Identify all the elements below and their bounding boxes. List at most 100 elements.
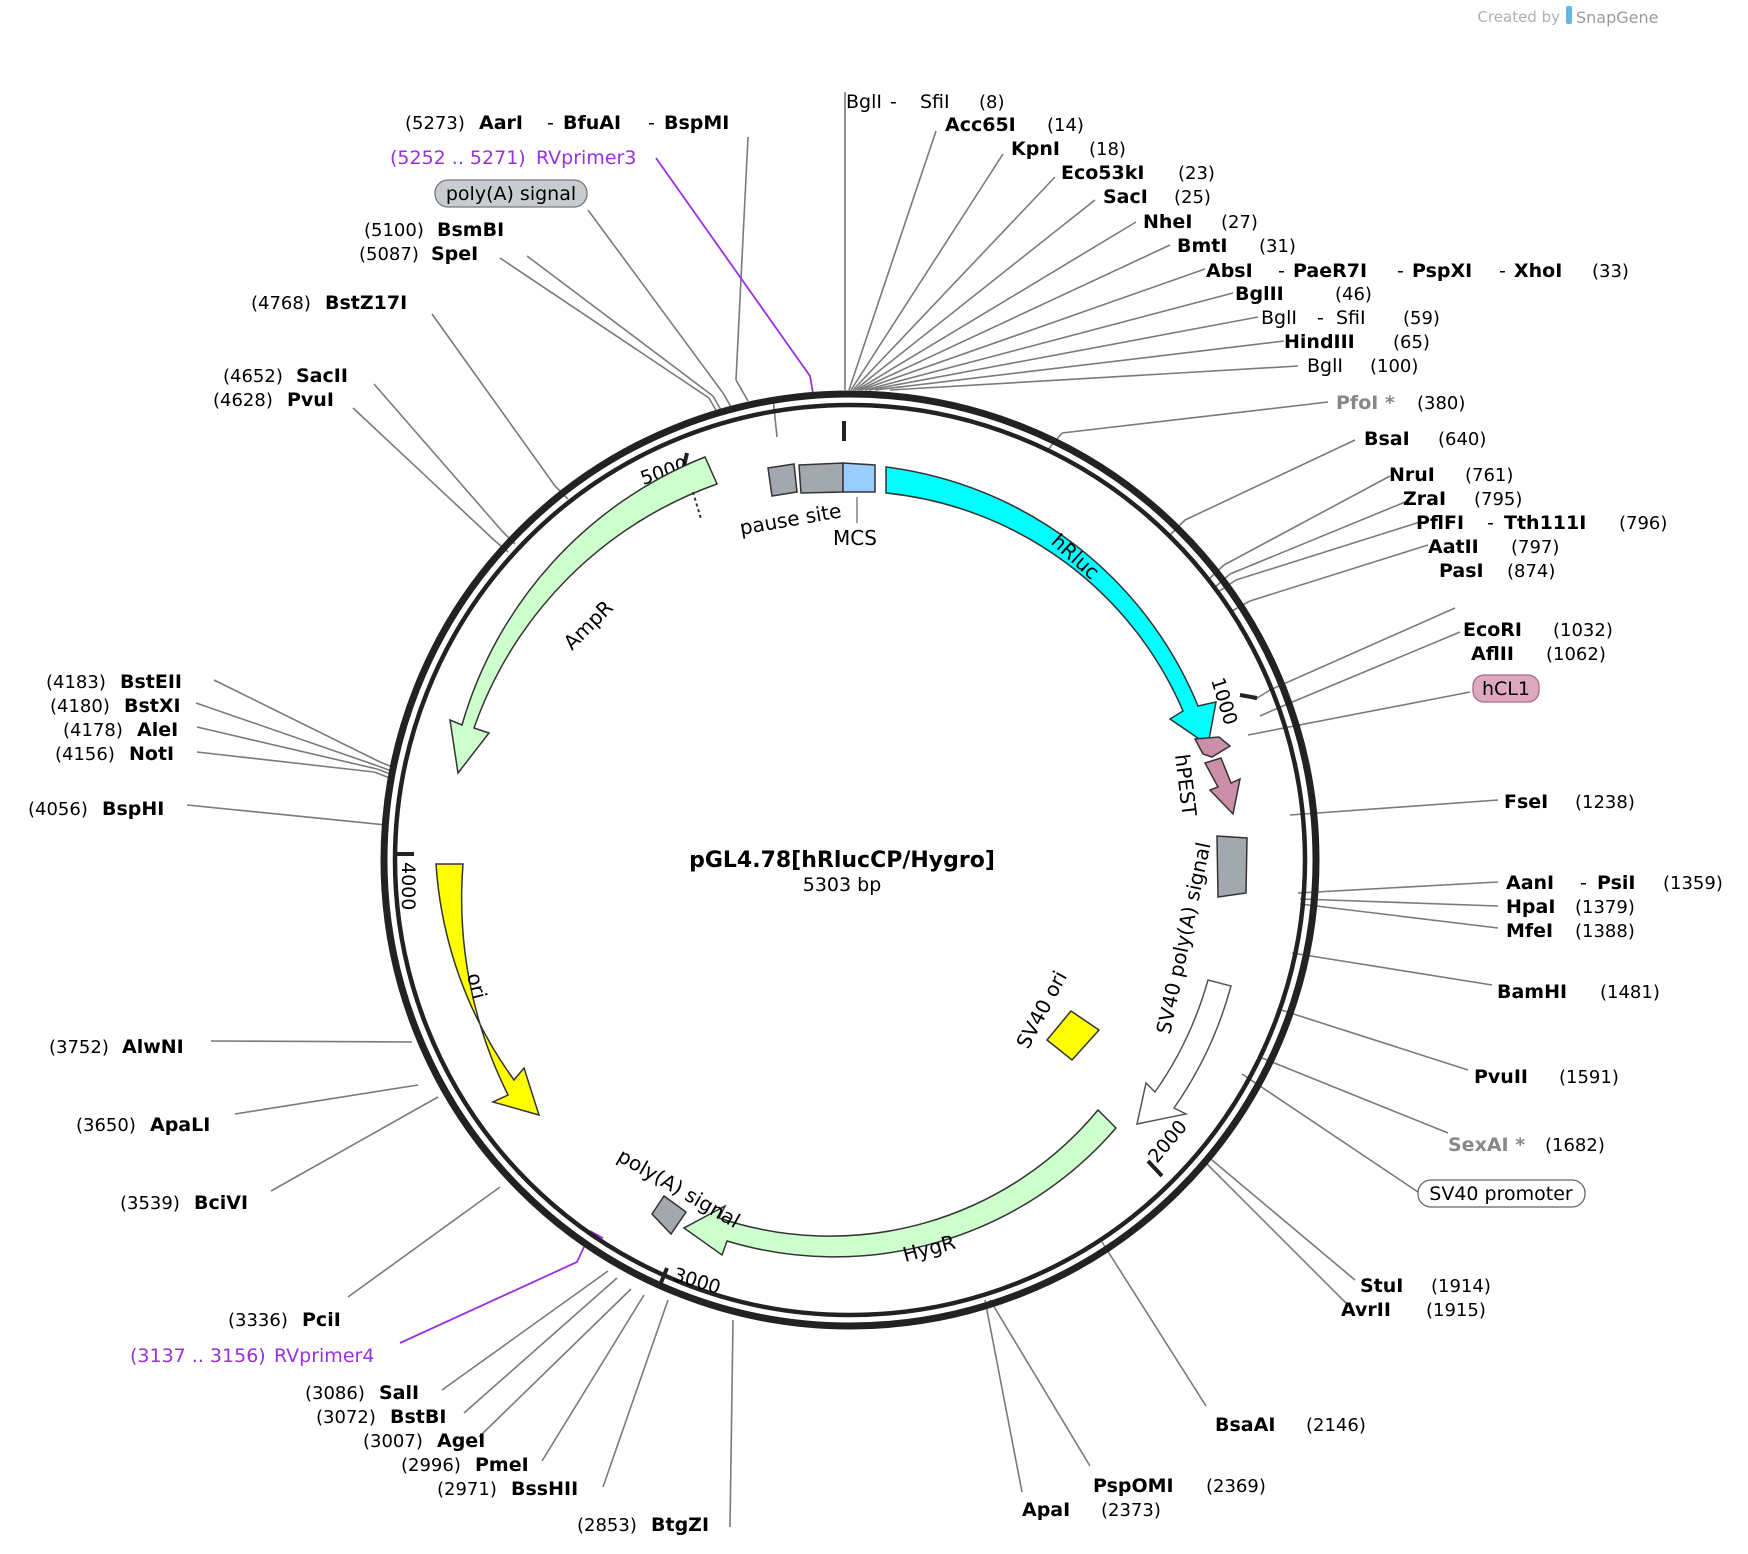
sep-6: - [1487, 512, 1494, 534]
sep-4: - [1499, 260, 1506, 282]
site-num-1359: (1359) [1663, 873, 1723, 894]
site-label: PspOMI [1093, 1475, 1174, 1497]
site-label: AleI [137, 719, 178, 741]
plasmid-name: pGL4.78[hRlucCP/Hygro] [689, 848, 995, 873]
site-label: SpeI [431, 243, 478, 265]
credit-prefix: Created by [1477, 8, 1560, 26]
site-label: StuI [1360, 1275, 1403, 1297]
site-leader-lines [186, 92, 1499, 1528]
site-number: (4652) [223, 366, 283, 387]
site-label: BglI [1307, 355, 1343, 377]
rvprimer3-pos: (5252 .. 5271) [390, 147, 526, 169]
site-tth111i: Tth111I [1504, 512, 1586, 534]
site-number: (2996) [401, 1455, 461, 1476]
snapgene-credit: Created by SnapGene [1477, 6, 1658, 27]
site-num-59: (59) [1403, 308, 1440, 329]
site-number: (2853) [577, 1515, 637, 1536]
site-number: (65) [1393, 332, 1430, 353]
site-number: (3752) [49, 1037, 109, 1058]
site-label: ApaI [1022, 1499, 1070, 1521]
label-hrluc: hRluc [1047, 529, 1105, 584]
site-paer7i: PaeR7I [1293, 260, 1367, 282]
site-sfii-59: SfiI [1336, 307, 1366, 329]
site-label: BstZ17I [325, 292, 407, 314]
site-label: BglII [1235, 283, 1284, 305]
site-bgli-8: BglI [846, 91, 882, 113]
plasmid-backbone [380, 390, 1320, 1330]
site-label: KpnI [1011, 138, 1060, 160]
site-number: (2369) [1206, 1476, 1266, 1497]
site-num-8: (8) [979, 92, 1005, 113]
site-psii: PsiI [1597, 872, 1635, 894]
site-label: PvuII [1474, 1066, 1528, 1088]
site-number: (25) [1174, 187, 1211, 208]
site-label: BamHI [1497, 981, 1567, 1003]
site-label: BstXI [124, 695, 181, 717]
site-number: (1062) [1546, 644, 1606, 665]
sep-9: - [648, 112, 655, 134]
site-num-5273: (5273) [405, 113, 465, 134]
site-pspxi: PspXI [1412, 260, 1472, 282]
label-mcs: MCS [833, 526, 877, 550]
site-number: (1915) [1426, 1300, 1486, 1321]
left-site-labels: (5100) BsmBI (5087) SpeI (4768) BstZ17I … [28, 219, 709, 1536]
sv40-polya-arrow [1136, 979, 1232, 1125]
site-number: (4768) [251, 293, 311, 314]
site-label: SalI [379, 1382, 419, 1404]
hrluc-arrow [885, 466, 1217, 747]
tick-4000: 4000 [397, 862, 419, 910]
site-label: HpaI [1506, 896, 1555, 918]
site-label: BsmBI [437, 219, 504, 241]
sep-3: - [1397, 260, 1404, 282]
site-number: (4180) [50, 696, 110, 717]
site-number: (3007) [363, 1431, 423, 1452]
site-number: (1379) [1575, 897, 1635, 918]
rvprimer3-name: RVprimer3 [536, 147, 636, 169]
sv40-polya-box [1216, 835, 1248, 898]
features [435, 456, 1248, 1258]
polya-top-label: poly(A) signal [446, 183, 576, 205]
tick-marks [397, 421, 1258, 1286]
site-xhoi: XhoI [1514, 260, 1562, 282]
site-number: (1481) [1600, 982, 1660, 1003]
polya2-box [651, 1194, 688, 1236]
site-num-33: (33) [1592, 261, 1629, 282]
label-pause-site: pause site [738, 498, 843, 539]
site-label: Eco53kI [1061, 162, 1144, 184]
ampr-arrow [449, 456, 719, 775]
site-label: FseI [1504, 791, 1548, 813]
sep-7: - [1580, 872, 1587, 894]
hygr-arrow [682, 1108, 1118, 1258]
hcl1-label: hCL1 [1482, 678, 1530, 700]
site-label: Acc65I [945, 114, 1016, 136]
label-hpest: hPEST [1170, 753, 1202, 819]
site-label: HindIII [1284, 331, 1355, 353]
site-label: BstBI [390, 1406, 446, 1428]
site-label: BmtI [1177, 235, 1227, 257]
site-label: PmeI [475, 1454, 529, 1476]
site-label: BstEII [120, 671, 182, 693]
hpest-arrow [1203, 757, 1242, 816]
boxed-labels: poly(A) signal hCL1 SV40 promoter [434, 179, 1586, 1208]
site-number: (3650) [76, 1115, 136, 1136]
site-label: BssHII [511, 1478, 578, 1500]
site-number: (5087) [359, 244, 419, 265]
sv40-ori-box [1045, 1009, 1101, 1062]
site-number: (874) [1507, 561, 1555, 582]
site-number: (100) [1370, 356, 1418, 377]
sep-1: - [890, 91, 897, 113]
site-number: (46) [1335, 284, 1372, 305]
site-number: (18) [1089, 139, 1126, 160]
site-label: NruI [1389, 464, 1435, 486]
site-bgli-59: BglI [1261, 307, 1297, 329]
site-label: NotI [129, 743, 174, 765]
right-site-labels: Acc65I (14) KpnI (18) Eco53kI (23) SacI … [945, 114, 1660, 1521]
rvprimer4-pos: (3137 .. 3156) [130, 1345, 266, 1367]
site-label: MfeI [1506, 920, 1553, 942]
site-label: SacII [296, 365, 348, 387]
site-number: (4183) [46, 672, 106, 693]
site-label: BciVI [194, 1192, 248, 1214]
site-aani: AanI [1506, 872, 1554, 894]
site-label: BspHI [102, 798, 164, 820]
